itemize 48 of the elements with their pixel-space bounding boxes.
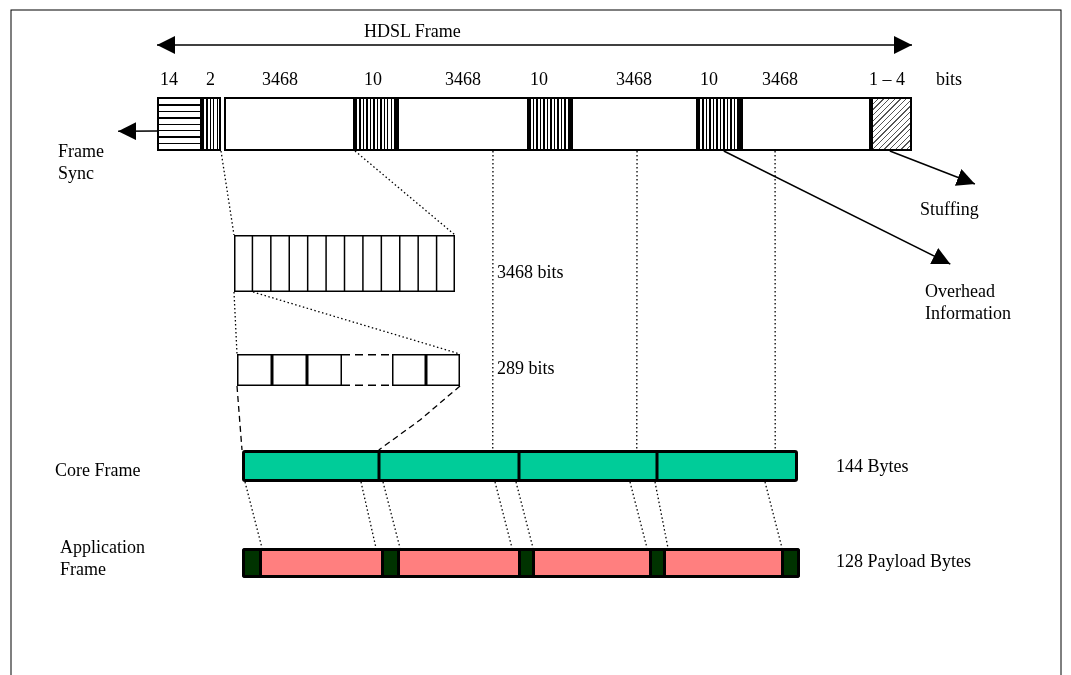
bit-block-drawing: [234, 235, 455, 292]
frame-title: HDSL Frame: [364, 20, 461, 42]
unit-label: bits: [936, 68, 962, 90]
payload-segment: [571, 97, 698, 151]
projection-line: [654, 481, 669, 549]
bit-count: 2: [206, 68, 215, 90]
projection-line: [236, 385, 243, 451]
frame-sync-segment: [157, 97, 202, 151]
byte-count: 128 Payload Bytes: [836, 550, 971, 572]
arrow: [723, 150, 952, 265]
overhead-segment: [202, 97, 221, 151]
row-label: Application Frame: [60, 536, 146, 580]
bit-count: 3468: [616, 68, 652, 90]
payload-segment: [741, 97, 871, 151]
projection-line: [492, 150, 494, 451]
overhead-segment: [529, 97, 571, 151]
bit-count: 3468: [445, 68, 481, 90]
arrow: [117, 122, 158, 141]
bit-count: 3468: [262, 68, 298, 90]
projection-line: [354, 150, 456, 236]
bit-count: 10: [530, 68, 548, 90]
bit-count: 10: [700, 68, 718, 90]
projection-line: [220, 150, 235, 236]
bit-block-drawing: [237, 354, 460, 386]
payload-segment: [224, 97, 355, 151]
overhead-segment: [698, 97, 741, 151]
projection-line: [636, 150, 638, 451]
callout-text: Overhead Information: [925, 262, 1035, 332]
bit-count: 1 – 4: [869, 68, 905, 90]
projection-line: [233, 291, 238, 355]
bit-count: 3468: [762, 68, 798, 90]
projection-line: [378, 385, 461, 451]
stuffing-segment: [871, 97, 912, 151]
payload-segment: [397, 97, 529, 151]
callout-text: Stuffing: [920, 184, 1010, 222]
bit-count: 10: [364, 68, 382, 90]
arrow: [889, 150, 976, 186]
overhead-segment: [355, 97, 397, 151]
bit-count: 3468 bits: [497, 261, 564, 283]
byte-count: 144 Bytes: [836, 455, 909, 477]
projection-line: [360, 481, 377, 549]
callout-text: Frame Sync: [58, 124, 120, 190]
core-frame-bar: [242, 450, 798, 482]
bit-count: 14: [160, 68, 178, 90]
row-label: Core Frame: [55, 459, 141, 481]
bit-count: 289 bits: [497, 357, 555, 379]
projection-line: [774, 150, 776, 451]
application-frame-bar: [242, 548, 800, 578]
